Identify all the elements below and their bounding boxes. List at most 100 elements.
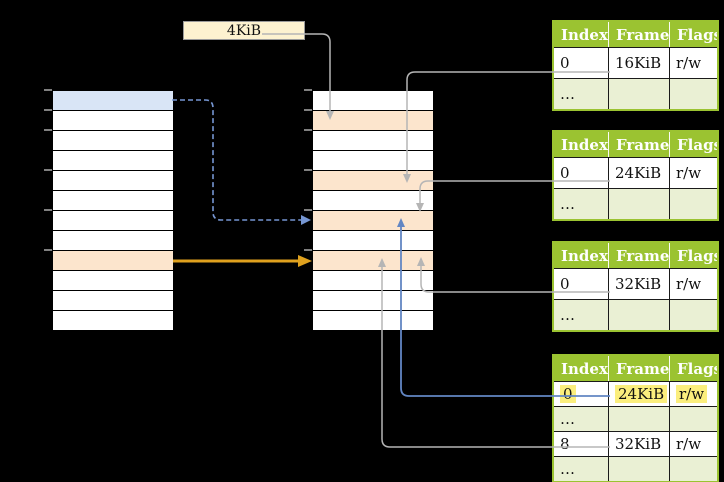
memory-row-white xyxy=(313,191,433,211)
memory-row-white xyxy=(313,271,433,291)
page-table-row: … xyxy=(554,457,717,481)
page-table-header-row: IndexFrameFlags xyxy=(554,356,717,382)
page-table-4: IndexFrameFlags024KiBr/w…832KiBr/w… xyxy=(552,354,719,482)
pt-value: r/w xyxy=(676,54,702,72)
pt-value: 24KiB xyxy=(615,164,662,182)
memory-row-orange xyxy=(313,171,433,191)
pt-cell: 0 xyxy=(554,269,609,299)
pt-cell: … xyxy=(554,457,609,481)
pt-cell: r/w xyxy=(670,269,717,299)
address-tick xyxy=(304,169,312,171)
pt-cell: r/w xyxy=(670,48,717,78)
memory-row-white xyxy=(313,311,433,330)
page-table-row: 8 32KiB r/w xyxy=(554,432,717,457)
pt-header-index: Index xyxy=(554,243,609,268)
pt-cell: r/w xyxy=(670,382,717,406)
pt-cell: 32KiB xyxy=(609,269,670,299)
address-tick xyxy=(44,89,52,91)
pt-value-highlighted: 24KiB xyxy=(615,385,668,403)
memory-row-white xyxy=(53,111,173,131)
pt-cell: … xyxy=(554,300,609,330)
address-tick xyxy=(304,209,312,211)
pt-value: 0 xyxy=(560,54,570,72)
pt-header-index: Index xyxy=(554,356,609,381)
memory-row-orange xyxy=(313,251,433,271)
pt-header-frame: Frame xyxy=(609,22,670,47)
memory-row-orange xyxy=(53,251,173,271)
page-table-header-row: IndexFrameFlags xyxy=(554,22,717,48)
arrow-virtual-to-frame-dashed xyxy=(172,99,311,225)
arrow-virtual-to-frame-gold xyxy=(173,255,312,267)
pt-header-frame: Frame xyxy=(609,132,670,157)
pt-cell xyxy=(670,407,717,431)
address-tick xyxy=(44,249,52,251)
pt-cell xyxy=(609,189,670,219)
pt-value: 0 xyxy=(560,275,570,293)
memory-row-white xyxy=(313,151,433,171)
virtual-memory-column xyxy=(52,90,174,331)
address-tick xyxy=(304,129,312,131)
page-table-row: 0 32KiB r/w xyxy=(554,269,717,300)
pt-header-frame: Frame xyxy=(609,243,670,268)
page-table-row: 0 16KiB r/w xyxy=(554,48,717,79)
memory-row-white xyxy=(53,171,173,191)
address-tick xyxy=(44,209,52,211)
memory-row-orange xyxy=(313,111,433,131)
memory-row-white xyxy=(53,231,173,251)
memory-row-white xyxy=(53,191,173,211)
pt-cell xyxy=(609,300,670,330)
pt-value: 16KiB xyxy=(615,54,662,72)
memory-row-orange xyxy=(313,211,433,231)
pt-cell xyxy=(670,300,717,330)
pt-value: 32KiB xyxy=(615,275,662,293)
address-tick xyxy=(304,109,312,111)
address-tick xyxy=(44,109,52,111)
pt-value-highlighted: r/w xyxy=(676,385,708,403)
pt-cell: 0 xyxy=(554,48,609,78)
page-table-row: … xyxy=(554,407,717,432)
physical-memory-column xyxy=(312,90,434,331)
pt-cell: 0 xyxy=(554,382,609,406)
memory-row-blue xyxy=(53,91,173,111)
address-tick xyxy=(304,249,312,251)
pt-value: 32KiB xyxy=(615,435,662,453)
page-size-label-box: 4KiB xyxy=(183,21,305,40)
memory-row-white xyxy=(53,131,173,151)
memory-row-white xyxy=(53,271,173,291)
memory-row-white xyxy=(53,151,173,171)
pt-header-index: Index xyxy=(554,132,609,157)
memory-row-white xyxy=(313,131,433,151)
pt-cell xyxy=(670,457,717,481)
pt-cell: r/w xyxy=(670,158,717,188)
memory-row-white xyxy=(313,291,433,311)
memory-row-white xyxy=(53,211,173,231)
address-tick xyxy=(44,129,52,131)
pt-cell: 0 xyxy=(554,158,609,188)
page-table-row: 0 24KiB r/w xyxy=(554,158,717,189)
pt-header-flags: Flags xyxy=(677,246,717,265)
pt-value: 0 xyxy=(560,164,570,182)
pt-cell xyxy=(609,407,670,431)
pt-cell: 32KiB xyxy=(609,432,670,456)
address-tick xyxy=(44,169,52,171)
pt-cell xyxy=(670,189,717,219)
memory-row-white xyxy=(53,311,173,330)
page-table-1: IndexFrameFlags 0 16KiB r/w … xyxy=(552,20,719,111)
pt-header-index: Index xyxy=(554,22,609,47)
pt-cell xyxy=(609,457,670,481)
pt-cell: 24KiB xyxy=(609,382,670,406)
pt-cell: r/w xyxy=(670,432,717,456)
pt-value: r/w xyxy=(676,275,702,293)
pt-cell: 24KiB xyxy=(609,158,670,188)
pt-value: … xyxy=(560,460,575,478)
memory-row-white xyxy=(313,91,433,111)
memory-row-white xyxy=(313,231,433,251)
page-table-row: … xyxy=(554,79,717,109)
pt-header-flags: Flags xyxy=(677,135,717,154)
pt-cell: 8 xyxy=(554,432,609,456)
pt-cell xyxy=(609,79,670,109)
pt-cell: … xyxy=(554,407,609,431)
